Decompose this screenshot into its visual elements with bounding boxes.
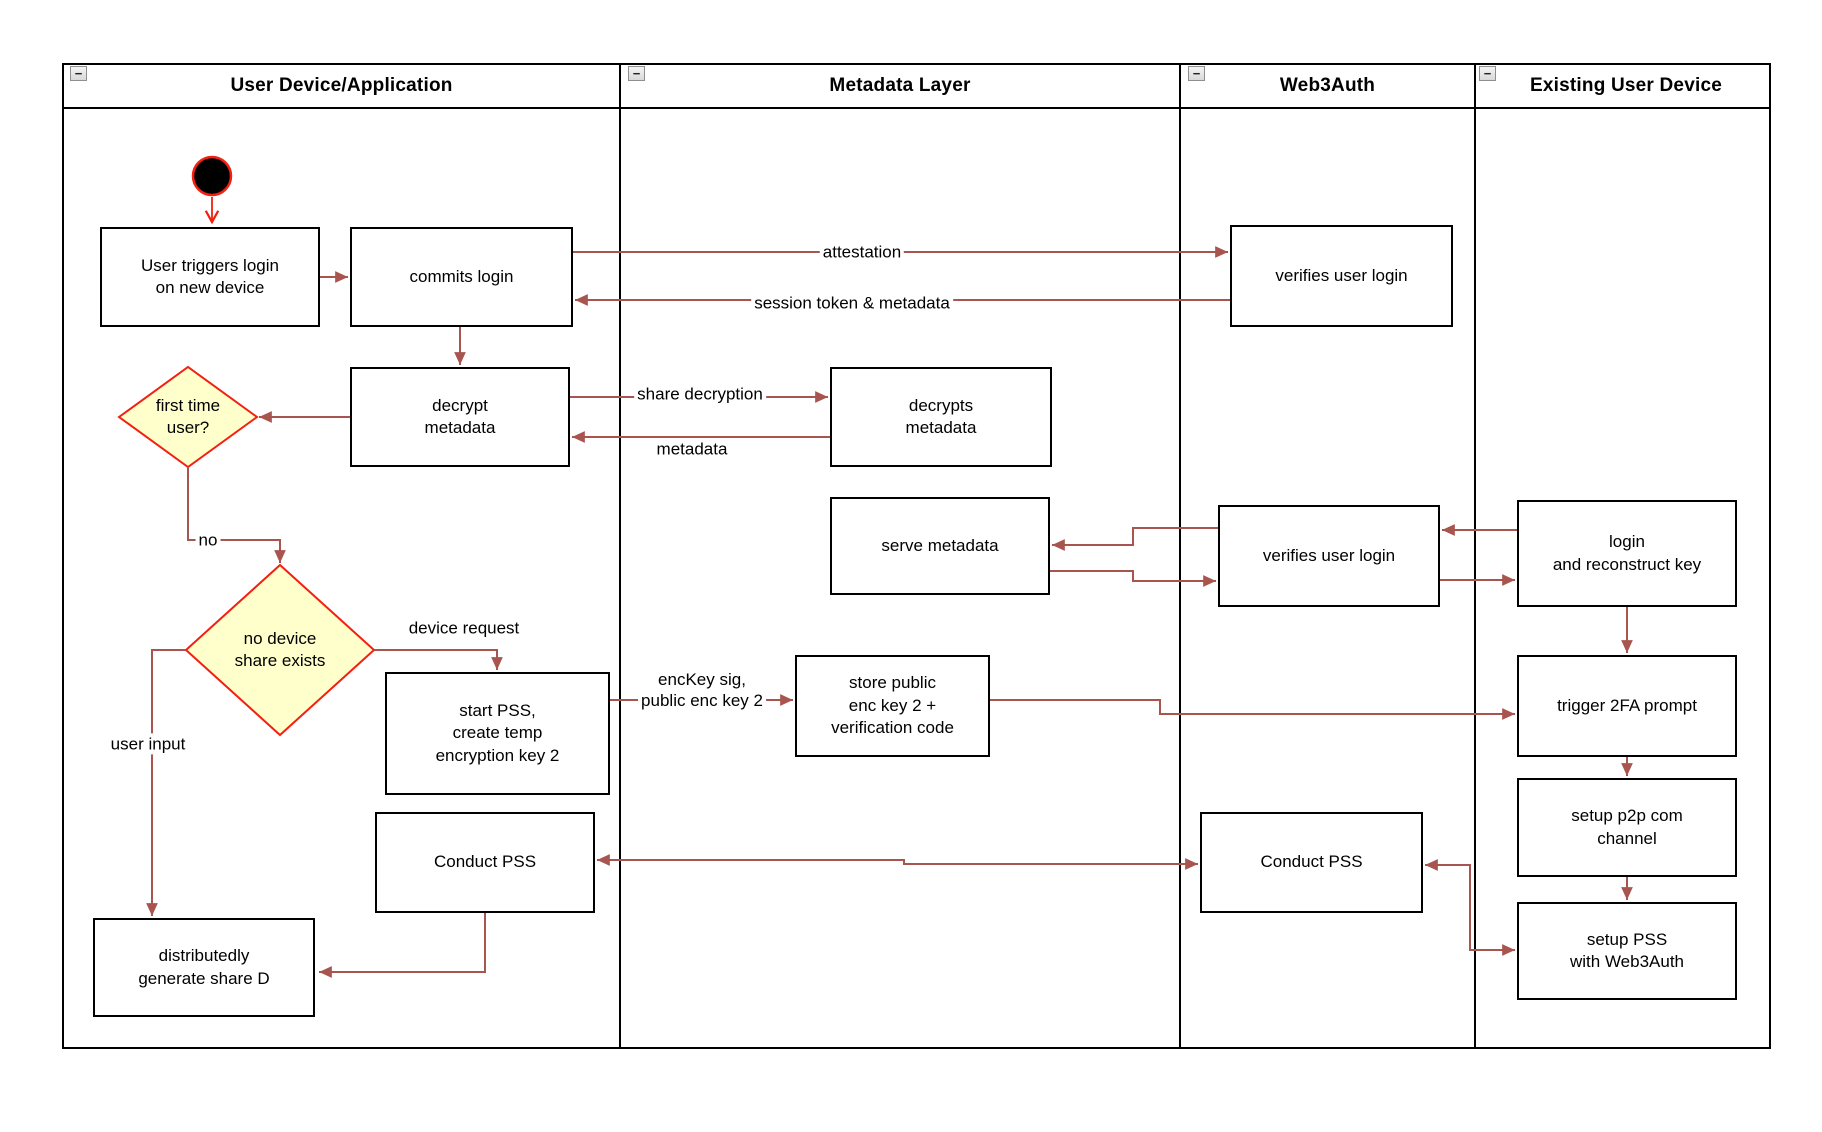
lane-title-metadata-layer[interactable]: Metadata Layer bbox=[829, 75, 971, 96]
node-distributedly-generate-share-d[interactable]: distributedly generate share D bbox=[93, 918, 315, 1017]
connector-serve-to-verify2 bbox=[1050, 570, 1216, 587]
node-user-triggers-login[interactable]: User triggers login on new device bbox=[100, 227, 320, 327]
node-label: login bbox=[1609, 532, 1645, 552]
node-label: commits login bbox=[409, 266, 514, 286]
edge-label-line: public enc key 2 bbox=[641, 691, 763, 710]
decision-label: share exists bbox=[234, 651, 326, 670]
node-verifies-user-login-2[interactable]: verifies user login bbox=[1218, 505, 1440, 607]
node-label: setup PSS bbox=[1586, 929, 1668, 949]
decision-label: no device bbox=[243, 628, 317, 648]
edge-label-user-input: user input bbox=[107, 733, 189, 755]
node-store-public-enc-key[interactable]: store public enc key 2 + verification co… bbox=[795, 655, 990, 757]
lane-title-user-device[interactable]: User Device/Application bbox=[230, 75, 453, 96]
connector-verify2-to-serve bbox=[1052, 527, 1218, 551]
node-label: create temp bbox=[452, 723, 543, 743]
node-verifies-user-login-1[interactable]: verifies user login bbox=[1230, 225, 1453, 327]
edge-label-no: no bbox=[195, 529, 221, 551]
node-label: on new device bbox=[155, 278, 265, 297]
edge-label-metadata: metadata bbox=[653, 438, 731, 460]
start-node[interactable] bbox=[191, 155, 233, 197]
collapse-lane-icon[interactable]: − bbox=[628, 66, 645, 81]
connector-user-input bbox=[146, 649, 186, 916]
node-label: start PSS, bbox=[459, 700, 536, 720]
decision-first-time-user-label: first time user? bbox=[118, 391, 258, 443]
node-label: verifies user login bbox=[1262, 545, 1396, 565]
minus-glyph: − bbox=[1483, 66, 1492, 81]
collapse-lane-icon[interactable]: − bbox=[1188, 66, 1205, 81]
node-label: Conduct PSS bbox=[1260, 852, 1363, 872]
node-decrypt-metadata[interactable]: decrypt metadata bbox=[350, 367, 570, 467]
node-label: verifies user login bbox=[1275, 265, 1408, 285]
node-conduct-pss-user-device[interactable]: Conduct PSS bbox=[375, 812, 595, 913]
decision-no-device-share-label: no device share exists bbox=[190, 624, 370, 676]
connector-store-to-2fa bbox=[990, 699, 1515, 720]
node-label: channel bbox=[1597, 828, 1657, 848]
node-label: decrypts bbox=[908, 395, 974, 415]
node-start-pss[interactable]: start PSS, create temp encryption key 2 bbox=[385, 672, 610, 795]
collapse-lane-icon[interactable]: − bbox=[70, 66, 87, 81]
lane-title-existing-user-device[interactable]: Existing User Device bbox=[1530, 75, 1722, 96]
node-label: encryption key 2 bbox=[435, 745, 560, 765]
edge-label-attestation: attestation bbox=[819, 241, 905, 263]
node-label: and reconstruct key bbox=[1552, 554, 1702, 574]
edge-label-share-decryption: share decryption bbox=[634, 383, 766, 405]
node-label: verification code bbox=[831, 718, 954, 738]
collapse-lane-icon[interactable]: − bbox=[1479, 66, 1496, 81]
node-setup-p2p-channel[interactable]: setup p2p com channel bbox=[1517, 778, 1737, 877]
node-conduct-pss-web3auth[interactable]: Conduct PSS bbox=[1200, 812, 1423, 913]
node-label: with Web3Auth bbox=[1569, 952, 1685, 971]
node-label: metadata bbox=[905, 418, 977, 437]
node-label: User triggers login bbox=[141, 255, 279, 275]
connector-conduct-pss-bidirectional bbox=[597, 854, 1198, 870]
node-serve-metadata[interactable]: serve metadata bbox=[830, 497, 1050, 595]
node-label: generate share D bbox=[138, 968, 270, 988]
decision-label: user? bbox=[166, 418, 210, 437]
node-login-reconstruct-key[interactable]: login and reconstruct key bbox=[1517, 500, 1737, 607]
node-label: setup p2p com bbox=[1571, 806, 1683, 826]
lane-title-web3auth[interactable]: Web3Auth bbox=[1279, 75, 1376, 96]
minus-glyph: − bbox=[632, 66, 641, 81]
connector-device-request bbox=[374, 649, 503, 670]
node-label: distributedly bbox=[158, 946, 250, 966]
node-setup-pss-web3auth[interactable]: setup PSS with Web3Auth bbox=[1517, 902, 1737, 1000]
connector-setuppss-conductpss bbox=[1425, 859, 1515, 956]
edge-label-enckey-sig: encKey sig, public enc key 2 bbox=[638, 668, 766, 712]
minus-glyph: − bbox=[74, 66, 83, 81]
node-label: serve metadata bbox=[881, 535, 999, 555]
edge-label-session-token: session token & metadata bbox=[751, 292, 953, 314]
node-label: decrypt bbox=[432, 395, 488, 415]
node-trigger-2fa-prompt[interactable]: trigger 2FA prompt bbox=[1517, 655, 1737, 757]
node-label: enc key 2 + bbox=[848, 695, 937, 715]
node-label: trigger 2FA prompt bbox=[1557, 695, 1697, 715]
minus-glyph: − bbox=[1192, 66, 1201, 81]
node-commits-login[interactable]: commits login bbox=[350, 227, 573, 327]
node-label: metadata bbox=[424, 418, 496, 437]
edge-label-line: encKey sig, bbox=[658, 669, 746, 689]
node-label: store public bbox=[849, 673, 936, 693]
decision-label: first time bbox=[155, 395, 221, 415]
edge-label-device-request: device request bbox=[408, 618, 520, 638]
node-label: Conduct PSS bbox=[433, 852, 537, 872]
connector-conductpss-to-shared bbox=[319, 913, 486, 978]
node-decrypts-metadata[interactable]: decrypts metadata bbox=[830, 367, 1052, 467]
